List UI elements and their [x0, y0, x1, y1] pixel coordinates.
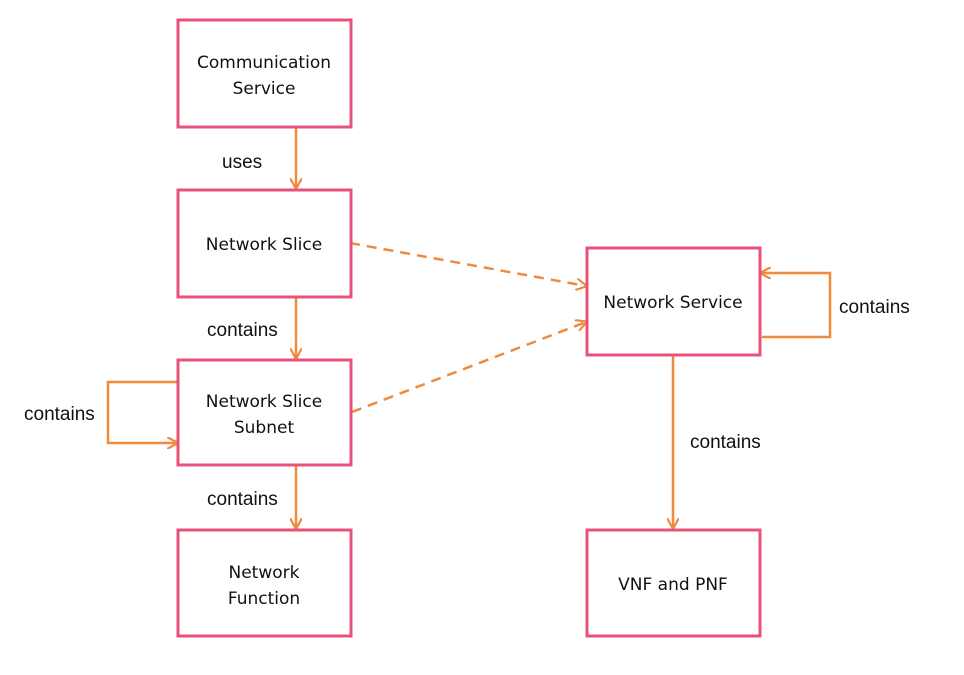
label-uses: uses: [222, 152, 262, 173]
label-subnet-contains: contains: [207, 489, 278, 510]
node-network-slice: Network Slice: [176, 188, 353, 299]
node-network-slice-line-1: Network Slice: [206, 235, 322, 255]
node-network-function-line-2: Function: [228, 589, 300, 609]
node-communication-service-line-1: Communication: [197, 53, 331, 73]
edge-subnet-self-contains: [106, 380, 178, 443]
node-communication-service: Communication Service: [176, 18, 353, 129]
node-network-service: Network Service: [585, 246, 762, 357]
node-network-slice-subnet: Network Slice Subnet: [176, 358, 353, 467]
label-subnet-self-contains: contains: [24, 404, 95, 425]
node-vnf-and-pnf-line-1: VNF and PNF: [618, 575, 728, 595]
edge-slice-to-service-dashed: [349, 241, 586, 286]
label-slice-contains: contains: [207, 320, 278, 341]
node-network-function: Network Function: [176, 528, 353, 638]
node-communication-service-line-2: Service: [233, 79, 296, 99]
edge-subnet-to-service-dashed: [351, 322, 586, 414]
edge-service-self-contains: [761, 273, 832, 339]
node-network-function-line-1: Network: [229, 563, 300, 583]
edges: [106, 127, 832, 528]
label-service-contains: contains: [690, 432, 761, 453]
node-network-slice-subnet-line-2: Subnet: [234, 418, 295, 438]
node-network-slice-subnet-line-1: Network Slice: [206, 392, 322, 412]
edge-labels: uses contains contains contains contains…: [24, 152, 910, 510]
node-network-service-line-1: Network Service: [603, 293, 742, 313]
node-vnf-and-pnf: VNF and PNF: [585, 528, 762, 638]
label-service-self-contains: contains: [839, 297, 910, 318]
